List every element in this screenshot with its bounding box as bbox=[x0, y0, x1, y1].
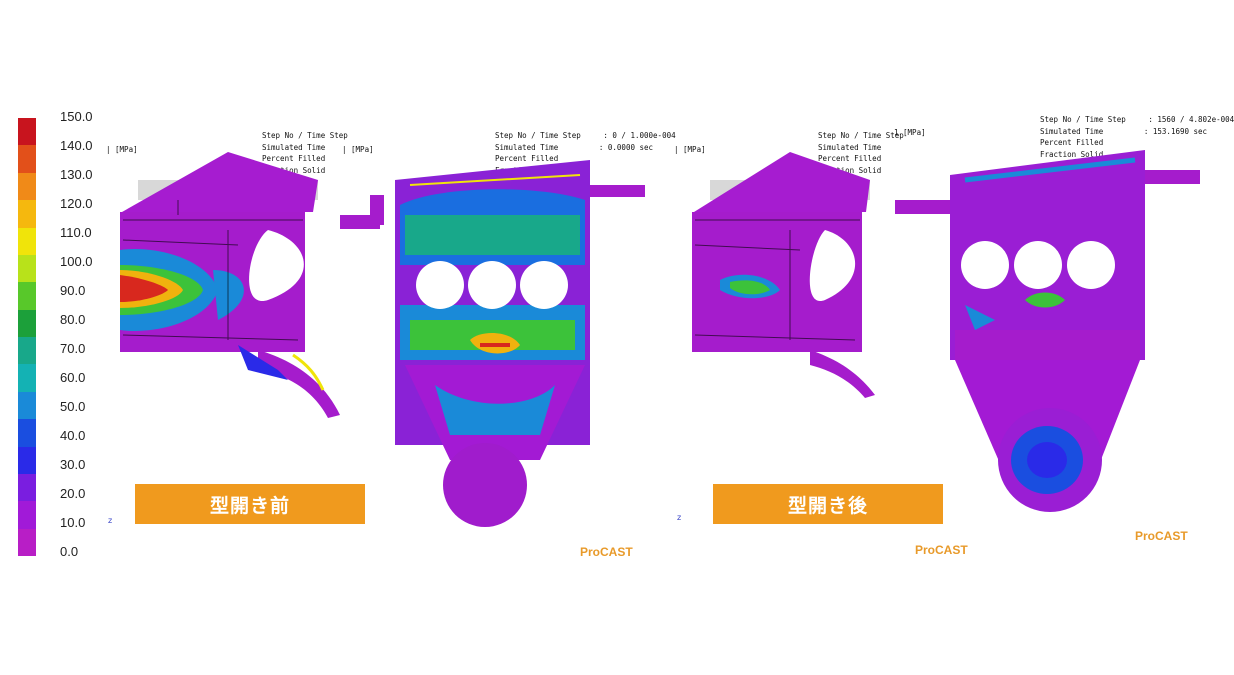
z-axis-label: z bbox=[108, 516, 113, 525]
caption-after-mold-opening: 型開き後 bbox=[713, 484, 943, 524]
info-panel-right2: Step No / Time Step : 1560 / 4.802e-004 … bbox=[1040, 115, 1234, 159]
color-scale-tick-label: 140.0 bbox=[60, 138, 93, 153]
color-scale-tick-label: 80.0 bbox=[60, 312, 86, 327]
color-scale-tick-label: 30.0 bbox=[60, 457, 86, 472]
color-scale-segment bbox=[18, 309, 36, 337]
color-scale-tick-label: 60.0 bbox=[60, 370, 86, 385]
color-scale-tick-label: 70.0 bbox=[60, 341, 86, 356]
color-scale-tick-label: 90.0 bbox=[60, 283, 86, 298]
color-scale-segment bbox=[18, 501, 36, 529]
color-scale-segment bbox=[18, 364, 36, 392]
color-scale-tick-label: 130.0 bbox=[60, 167, 93, 182]
color-scale-tick-label: 100.0 bbox=[60, 254, 93, 269]
casting-front-view-before bbox=[340, 160, 645, 527]
color-scale-tick-label: 120.0 bbox=[60, 196, 93, 211]
color-scale-segment bbox=[18, 118, 36, 146]
color-scale-segment bbox=[18, 254, 36, 283]
color-scale-tick-label: 50.0 bbox=[60, 399, 86, 414]
color-scale-segment bbox=[18, 337, 36, 365]
color-scale-segment bbox=[18, 419, 36, 447]
unit-label: | [MPa] bbox=[342, 145, 374, 154]
color-scale-tick-label: 110.0 bbox=[60, 225, 92, 240]
color-scale-tick-label: 40.0 bbox=[60, 428, 86, 443]
casting-side-view-before bbox=[120, 152, 340, 418]
color-scale-segment bbox=[18, 172, 36, 201]
procast-logo: ProCAST bbox=[915, 543, 968, 557]
color-scale-segment bbox=[18, 282, 36, 310]
color-scale-tick-label: 0.0 bbox=[60, 544, 79, 559]
unit-label: | [MPa] bbox=[674, 145, 706, 154]
procast-logo: ProCAST bbox=[1135, 529, 1188, 543]
color-scale-segment bbox=[18, 528, 36, 556]
casting-front-view-after bbox=[895, 150, 1200, 512]
color-scale-segment bbox=[18, 446, 36, 474]
color-scale-segment bbox=[18, 145, 36, 173]
casting-side-view-after bbox=[692, 152, 875, 398]
unit-label: 1 [MPa] bbox=[894, 128, 926, 137]
color-scale-tick-label: 20.0 bbox=[60, 486, 86, 501]
color-scale-segment bbox=[18, 200, 36, 228]
procast-logo: ProCAST bbox=[580, 545, 633, 559]
color-scale-segment bbox=[18, 227, 36, 255]
color-scale-segment bbox=[18, 391, 36, 420]
color-scale-tick-label: 150.0 bbox=[60, 109, 93, 124]
color-scale-segment bbox=[18, 473, 36, 502]
unit-label: | [MPa] bbox=[106, 145, 138, 154]
caption-before-mold-opening: 型開き前 bbox=[135, 484, 365, 524]
z-axis-label: z bbox=[677, 513, 682, 522]
color-scale-bar bbox=[18, 118, 36, 556]
color-scale-tick-label: 10.0 bbox=[60, 515, 86, 530]
